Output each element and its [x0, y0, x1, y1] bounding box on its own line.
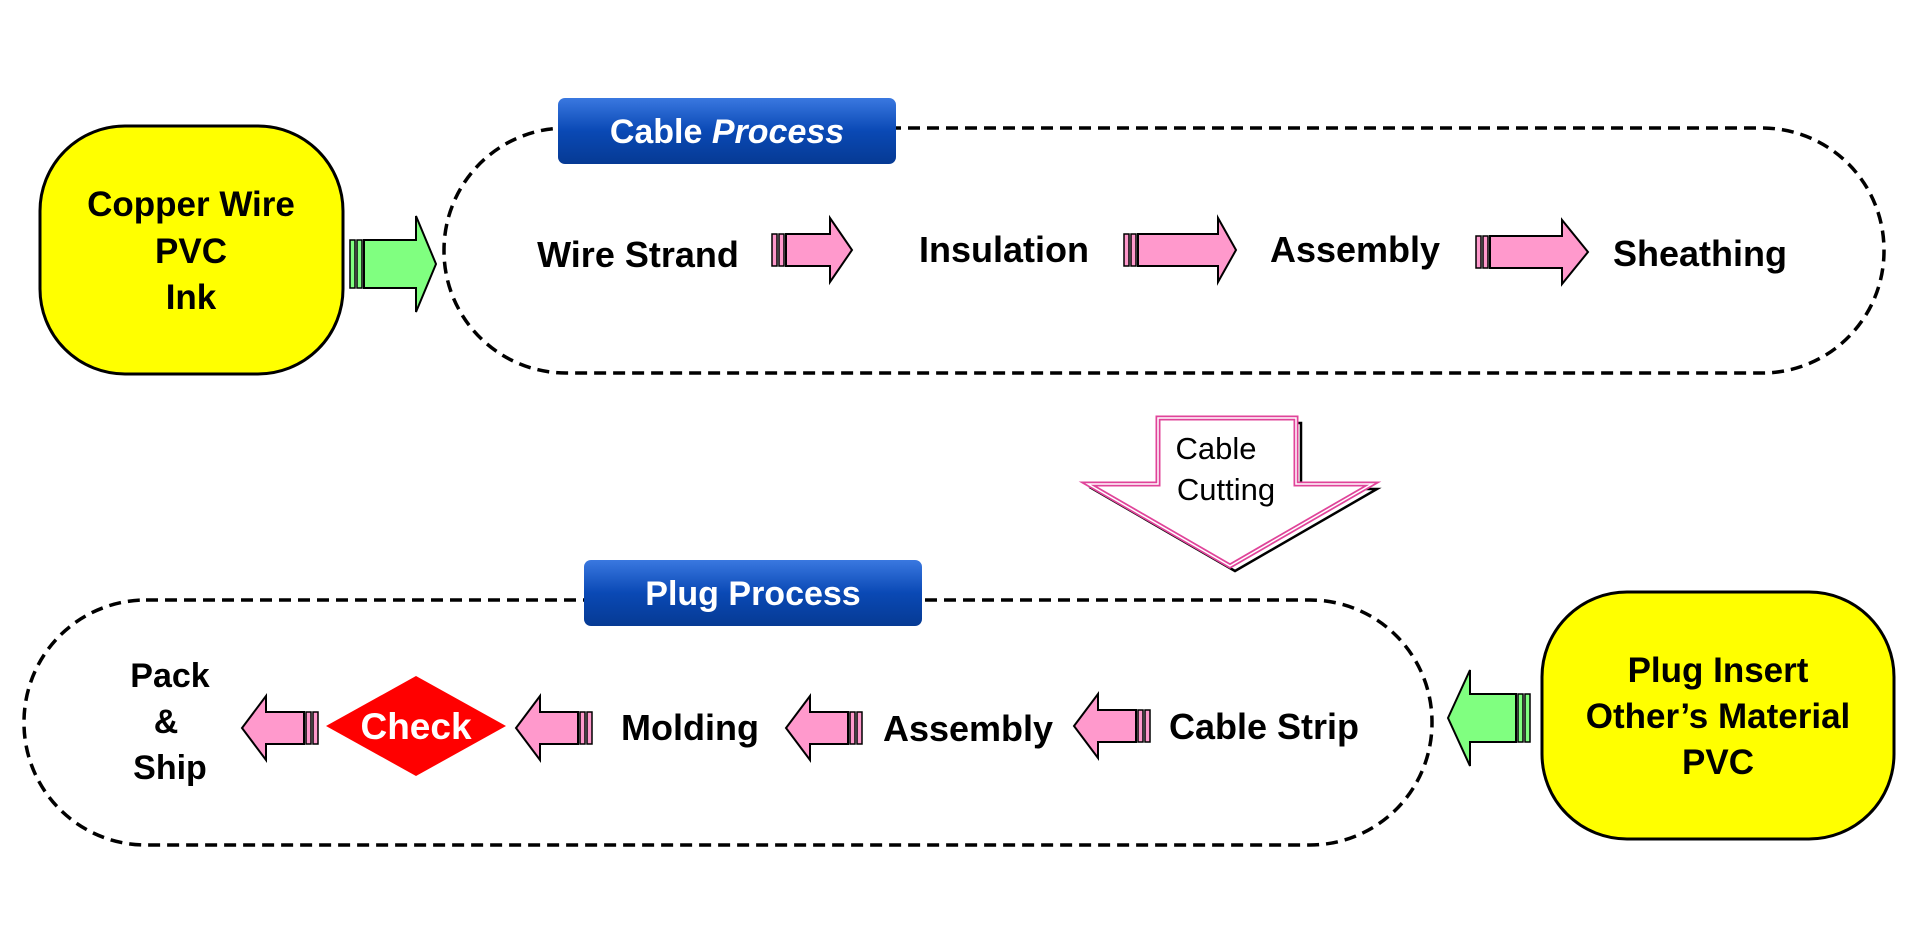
raw-materials-box: Copper Wire PVC Ink — [38, 124, 345, 376]
arrow-left-icon — [784, 693, 863, 763]
check-label: Check — [360, 706, 471, 747]
step-assembly: Assembly — [1270, 229, 1440, 270]
cable-cutting-arrow: Cable Cutting — [1078, 415, 1382, 573]
raw-material-ink: Ink — [166, 278, 217, 317]
plug-process-group: Plug Process Cable Strip Assembly Moldin… — [22, 560, 1434, 847]
cable-process-group: Cable Process Wire Strand Insulation Ass… — [442, 98, 1886, 375]
plug-materials-box: Plug Insert Other’s Material PVC — [1540, 590, 1896, 841]
arrow-left-icon — [1072, 691, 1151, 761]
plug-process-banner — [584, 560, 922, 626]
step-cable-strip: Cable Strip — [1169, 706, 1359, 747]
arrow-right-icon — [1475, 217, 1590, 287]
input-arrow-right-icon — [349, 215, 438, 313]
raw-material-pvc: PVC — [155, 232, 227, 271]
arrow-left-icon — [240, 693, 319, 763]
final-step-ship: Ship — [133, 749, 207, 787]
arrow-left-icon — [514, 693, 593, 763]
step-molding: Molding — [621, 707, 759, 748]
cable-process-title: Cable Process — [610, 113, 844, 151]
cable-cutting-label-line2: Cutting — [1177, 472, 1275, 507]
final-step-pack: Pack — [130, 657, 209, 695]
step-insulation: Insulation — [919, 229, 1089, 270]
step-sheathing: Sheathing — [1613, 233, 1787, 274]
cable-cutting-label-line1: Cable — [1176, 431, 1257, 466]
plug-process-title: Plug Process — [645, 575, 860, 613]
check-diamond: Check — [326, 676, 506, 776]
cable-process-banner — [558, 98, 896, 164]
cable-process-boundary — [442, 126, 1886, 375]
step-plug-assembly: Assembly — [883, 708, 1053, 749]
plug-material-others: Other’s Material — [1586, 697, 1851, 736]
arrow-right-icon — [771, 214, 854, 286]
final-step-ampersand: & — [154, 703, 179, 741]
plug-material-pvc: PVC — [1682, 743, 1754, 782]
plug-material-insert: Plug Insert — [1628, 651, 1809, 690]
raw-material-copper-wire: Copper Wire — [87, 185, 295, 224]
arrow-right-icon — [1123, 214, 1238, 286]
input-arrow-left-icon — [1446, 669, 1531, 767]
step-wire-strand: Wire Strand — [537, 234, 739, 275]
